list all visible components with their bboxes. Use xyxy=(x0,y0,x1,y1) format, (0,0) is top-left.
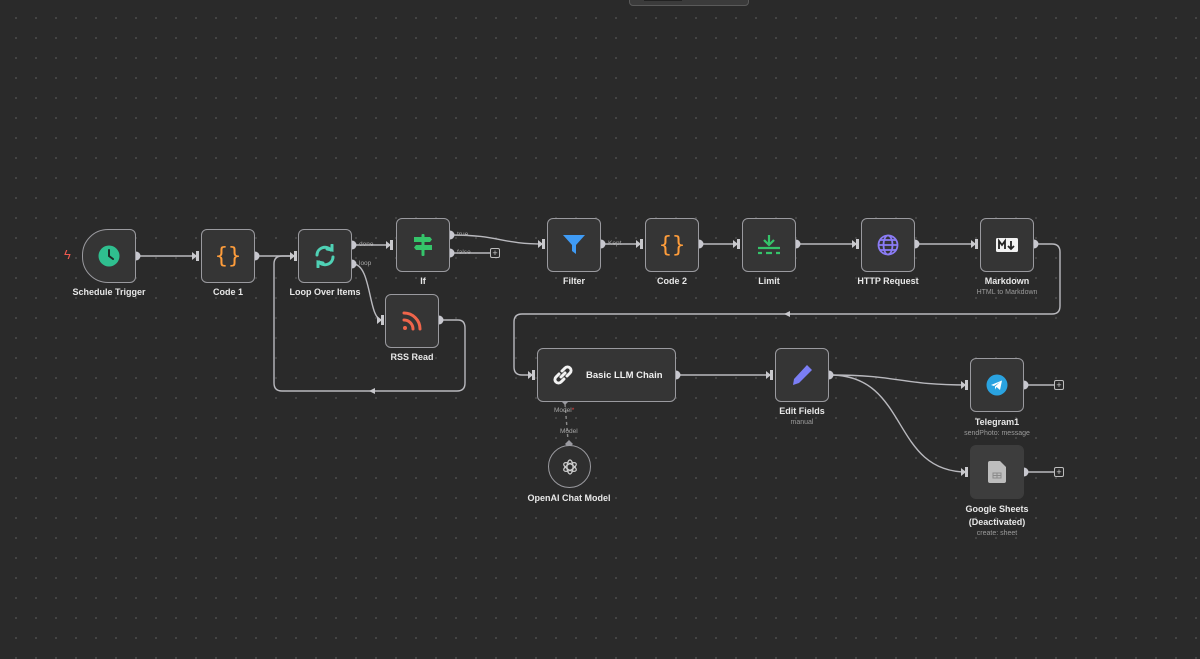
node-subtitle: create: sheet xyxy=(976,530,1018,537)
node-label: Loop Over Items xyxy=(289,287,361,297)
node-label: Basic LLM Chain xyxy=(586,369,663,381)
port-label-true: true xyxy=(457,231,469,238)
node-filter[interactable] xyxy=(547,218,601,272)
edge-true-filter xyxy=(450,234,545,245)
node-label: Code 1 xyxy=(212,287,244,297)
node-label: RSS Read xyxy=(390,352,434,362)
node-if[interactable] xyxy=(396,218,450,272)
pencil-icon xyxy=(790,363,814,387)
markdown-icon xyxy=(996,238,1018,252)
node-label: OpenAI Chat Model xyxy=(527,493,611,503)
canvas-toolbar[interactable] xyxy=(629,0,749,6)
code-braces-icon: {} xyxy=(214,243,242,269)
node-label: Code 2 xyxy=(656,276,688,286)
node-subtitle: HTML to Markdown xyxy=(976,289,1038,296)
node-label: Google Sheets xyxy=(965,504,1029,514)
add-node-button[interactable]: + xyxy=(490,248,500,258)
edge-model xyxy=(564,403,569,441)
node-telegram[interactable] xyxy=(970,358,1024,412)
node-subtitle: manual xyxy=(790,419,814,426)
node-subtitle: sendPhoto: message xyxy=(964,430,1030,437)
clock-icon xyxy=(98,245,120,267)
port-label-loop: loop xyxy=(359,260,372,267)
add-node-button[interactable]: + xyxy=(1054,380,1064,390)
node-label-status: (Deactivated) xyxy=(968,517,1026,527)
node-code2[interactable]: {} xyxy=(645,218,699,272)
add-node-button[interactable]: + xyxy=(1054,467,1064,477)
node-openai-chat-model[interactable] xyxy=(548,445,591,488)
node-limit[interactable] xyxy=(742,218,796,272)
telegram-icon xyxy=(986,374,1008,396)
limit-icon xyxy=(757,234,781,256)
sheet-icon xyxy=(988,461,1006,483)
node-google-sheets[interactable] xyxy=(970,445,1024,499)
signpost-icon xyxy=(411,233,435,257)
node-rss-read[interactable] xyxy=(385,294,439,348)
toolbar-segment xyxy=(644,0,682,1)
node-label: Markdown xyxy=(984,276,1030,286)
node-code1[interactable]: {} xyxy=(201,229,255,283)
loop-arrows-icon xyxy=(313,244,337,268)
node-label: Telegram1 xyxy=(974,417,1020,427)
node-label: Schedule Trigger xyxy=(72,287,146,297)
edge-arrow xyxy=(369,388,375,394)
node-label: If xyxy=(420,276,426,286)
edge-editfields-telegram xyxy=(829,374,968,386)
port-label-model-in: Model* xyxy=(554,407,575,414)
node-label: Edit Fields xyxy=(779,406,825,416)
port-label-false: false xyxy=(457,249,471,256)
node-loop-over-items[interactable] xyxy=(298,229,352,283)
edge-editfields-sheets xyxy=(829,374,968,473)
port-label-model-out: Model xyxy=(560,428,578,435)
openai-icon xyxy=(561,458,579,476)
port-label-done: done xyxy=(359,241,374,248)
node-edit-fields[interactable] xyxy=(775,348,829,402)
rss-icon xyxy=(401,310,423,332)
edge-arrow xyxy=(784,311,790,317)
globe-icon xyxy=(877,234,899,256)
node-http-request[interactable] xyxy=(861,218,915,272)
node-label: Limit xyxy=(758,276,780,286)
node-label: HTTP Request xyxy=(857,276,919,286)
node-label: Filter xyxy=(562,276,586,286)
code-braces-icon: {} xyxy=(658,232,686,258)
chain-link-icon xyxy=(552,364,574,386)
funnel-icon xyxy=(562,234,586,256)
node-schedule-trigger[interactable] xyxy=(82,229,136,283)
port-label-kept: Kept xyxy=(608,240,622,247)
node-markdown[interactable] xyxy=(980,218,1034,272)
trigger-bolt-icon: ϟ xyxy=(64,247,71,262)
node-basic-llm-chain[interactable]: Basic LLM Chain xyxy=(537,348,676,402)
